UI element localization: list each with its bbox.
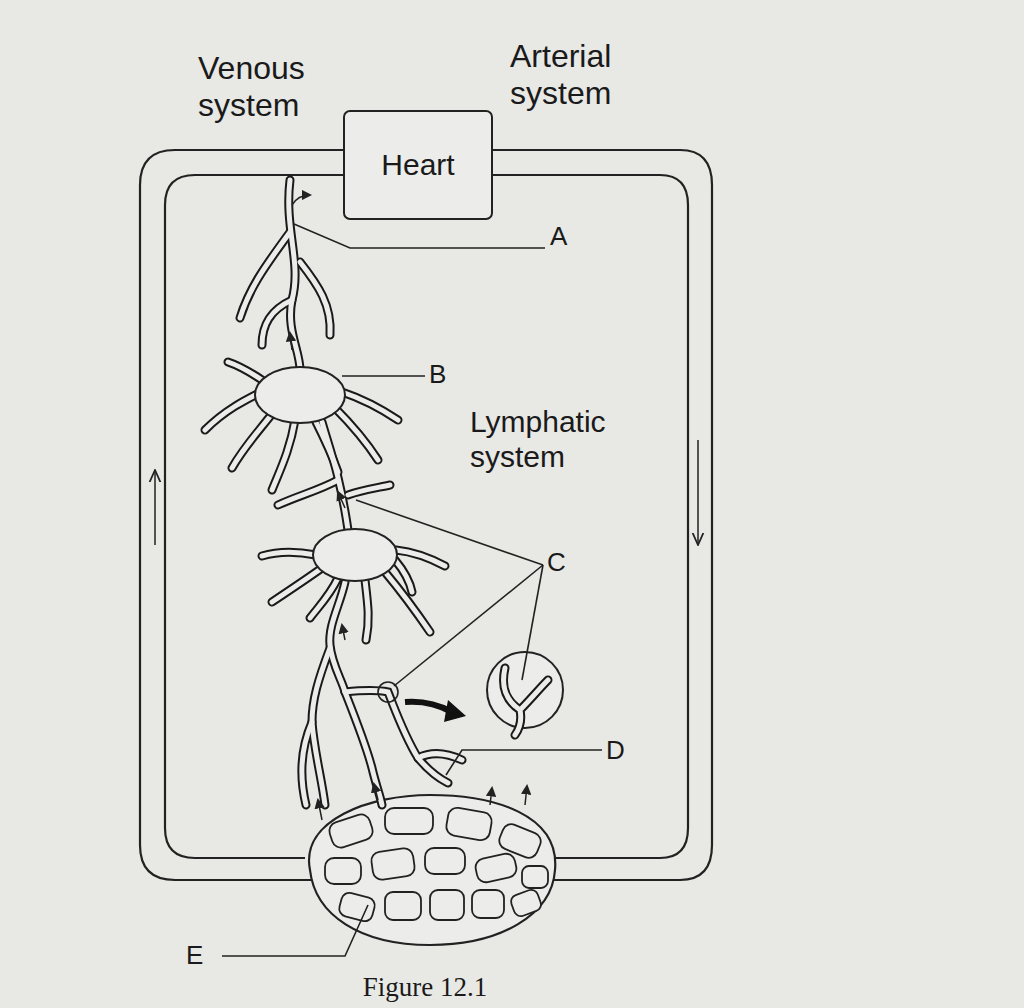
tissue-cell (445, 806, 493, 841)
figure-caption: Figure 12.1 (325, 972, 525, 1003)
system-label: Arterial system (510, 38, 660, 112)
flow-arrow (342, 625, 345, 640)
leader-line (446, 750, 602, 775)
leader-line (342, 375, 425, 377)
flow-arrow (290, 333, 292, 350)
flow-arrow (697, 440, 699, 545)
callout-letter: A (550, 222, 590, 252)
system-label: Venous system (198, 50, 348, 124)
heart-box: Heart (343, 110, 493, 220)
magnified-capillary (503, 668, 548, 735)
flow-arrow (374, 784, 378, 800)
tissue-cell (325, 858, 361, 884)
tissue-cell (430, 890, 464, 920)
tissue-cell (327, 812, 375, 850)
flow-arrow (338, 492, 345, 508)
callout-letter: C (547, 548, 587, 578)
arterial-outer (493, 150, 712, 880)
lymph-node (255, 367, 345, 423)
flow-arrow (525, 786, 527, 805)
lymph-vessel-outline (205, 180, 462, 805)
leader-line (394, 565, 543, 686)
capillary-tube-lumen (503, 668, 548, 735)
tissue-cells (325, 806, 548, 923)
tissue-cell (370, 847, 415, 881)
lymph-node (313, 529, 397, 581)
leader-line (222, 905, 368, 956)
flow-arrow (292, 195, 310, 205)
venous-outer (140, 150, 343, 880)
callout-letter: E (186, 941, 226, 971)
tissue-cell (509, 888, 543, 918)
magnify-arrow-head (444, 700, 466, 722)
leader-line (522, 565, 543, 680)
arterial-inner (493, 175, 688, 858)
leader-line (294, 224, 545, 248)
capillary-tube-outline (503, 668, 548, 735)
capillary-outline (309, 795, 555, 945)
tissue-cell (474, 852, 518, 884)
tissue-cell (425, 848, 465, 874)
tissue-cell (385, 892, 421, 920)
system-label: Lymphatic system (470, 405, 660, 474)
lymph-vessel-lumen (205, 180, 462, 805)
flow-arrow (490, 788, 492, 805)
tissue-cell (337, 891, 376, 923)
lymph-flow-arrows (290, 195, 527, 820)
tissue-cell (522, 866, 548, 888)
vessel-loop (140, 150, 712, 880)
callout-letter: B (429, 360, 469, 390)
node-label: Heart (381, 148, 454, 182)
leader-line (356, 500, 543, 565)
callout-letter: D (606, 736, 646, 766)
flow-arrow (318, 800, 322, 820)
magnify-arrow (405, 702, 452, 712)
leader-lines (222, 224, 602, 956)
tissue-cell (472, 890, 504, 918)
flow-arrow (154, 470, 156, 545)
capillary-bed (309, 795, 555, 945)
tissue-cell (385, 808, 433, 834)
